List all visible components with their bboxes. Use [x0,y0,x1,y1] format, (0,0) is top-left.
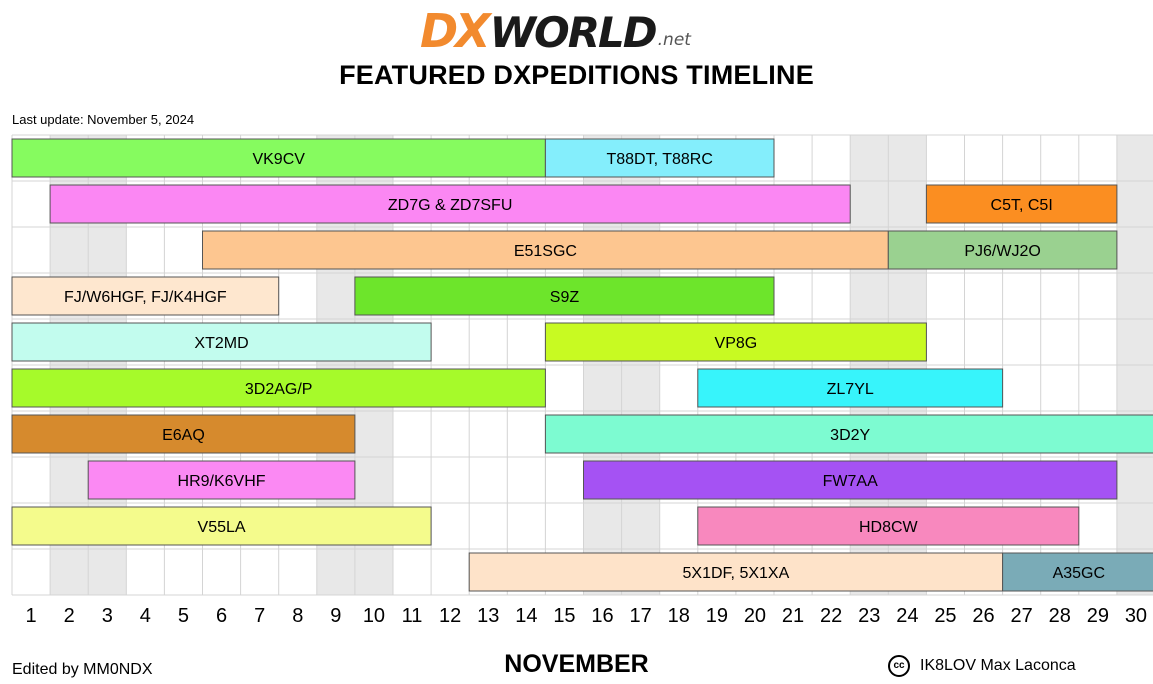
x-tick-label: 8 [292,605,303,627]
x-tick-label: 25 [934,605,956,627]
x-tick-label: 16 [591,605,613,627]
x-tick-label: 4 [140,605,151,627]
timeline-bar [697,506,1080,546]
timeline-bar [202,230,889,270]
x-tick-label: 20 [744,605,766,627]
timeline-bar [887,230,1118,270]
bar-label: VP8G [715,335,758,352]
timeline-bar [925,184,1118,224]
x-tick-label: 28 [1049,605,1071,627]
bar-label: A35GC [1053,565,1105,582]
timeline-bar [697,368,1004,408]
x-tick-label: 1 [25,605,36,627]
bar-label: 3D2Y [830,427,870,444]
timeline-bar [11,414,356,454]
x-tick-label: 27 [1011,605,1033,627]
timeline-bar [544,322,927,362]
x-tick-label: 9 [330,605,341,627]
x-tick-label: 5 [178,605,189,627]
x-tick-label: 17 [630,605,652,627]
timeline-bar [11,368,546,408]
timeline-bar [354,276,775,316]
x-tick-label: 21 [782,605,804,627]
x-tick-label: 11 [402,605,423,627]
timeline-bar [11,322,432,362]
editor-credit: Edited by MM0NDX [12,661,153,678]
timeline-bar [583,460,1118,500]
x-tick-label: 18 [668,605,690,627]
bar-label: ZL7YL [827,381,874,398]
x-tick-label: 29 [1087,605,1109,627]
x-tick-label: 14 [515,605,537,627]
timeline-chart: VK9CV T88DT, T88RC ZD7G & ZD7SFU C5T, C5I E5… [11,134,1153,627]
x-tick-label: 30 [1125,605,1147,627]
bar-label: PJ6/WJ2O [964,243,1040,260]
creative-commons-icon: cc [888,655,910,677]
timeline-bar [544,414,1153,454]
x-tick-label: 3 [102,605,113,627]
bar-label: VK9CV [252,151,305,168]
timeline-bar [87,460,356,500]
x-tick-label: 15 [553,605,575,627]
month-label: NOVEMBER [504,650,649,678]
bar-label: HD8CW [859,519,919,536]
bar-label: 3D2AG/P [245,381,313,398]
author-credit: cc IK8LOV Max Laconca [888,655,1076,677]
timeline-bar [11,276,280,316]
author-credit-text: IK8LOV Max Laconca [920,657,1076,674]
bar-label: XT2MD [194,335,248,352]
timeline-bar [11,138,546,178]
x-tick-label: 6 [216,605,227,627]
timeline-bar [544,138,775,178]
logo-net-text: .net [657,30,691,50]
x-tick-label: 19 [706,605,728,627]
x-tick-label: 2 [64,605,75,627]
bar-label: ZD7G & ZD7SFU [388,197,512,214]
bar-label: C5T, C5I [991,197,1053,214]
bar-label: V55LA [198,519,246,536]
x-tick-label: 26 [972,605,994,627]
bar-label: FW7AA [823,473,878,490]
x-tick-label: 7 [254,605,265,627]
x-tick-label: 13 [477,605,499,627]
bar-label: T88DT, T88RC [606,151,712,168]
logo-world-text: WORLD [489,8,658,57]
x-tick-label: 10 [363,605,385,627]
bar-label: E51SGC [514,243,577,260]
timeline-bar [49,184,851,224]
bar-label: 5X1DF, 5X1XA [683,565,790,582]
bar-label: E6AQ [162,427,205,444]
timeline-bar [1002,552,1153,592]
dxworld-logo: DX WORLD .net [420,6,691,54]
bar-label: S9Z [550,289,580,306]
timeline-bar [11,506,432,546]
x-tick-label: 22 [820,605,842,627]
chart-title: FEATURED DXPEDITIONS TIMELINE [339,60,814,90]
last-update: Last update: November 5, 2024 [12,112,195,127]
bar-label: FJ/W6HGF, FJ/K4HGF [64,289,227,306]
x-tick-label: 23 [858,605,880,627]
bar-label: HR9/K6VHF [178,473,266,490]
x-tick-label: 24 [896,605,918,627]
logo-dx-text: DX [420,4,491,58]
x-tick-label: 12 [439,605,461,627]
